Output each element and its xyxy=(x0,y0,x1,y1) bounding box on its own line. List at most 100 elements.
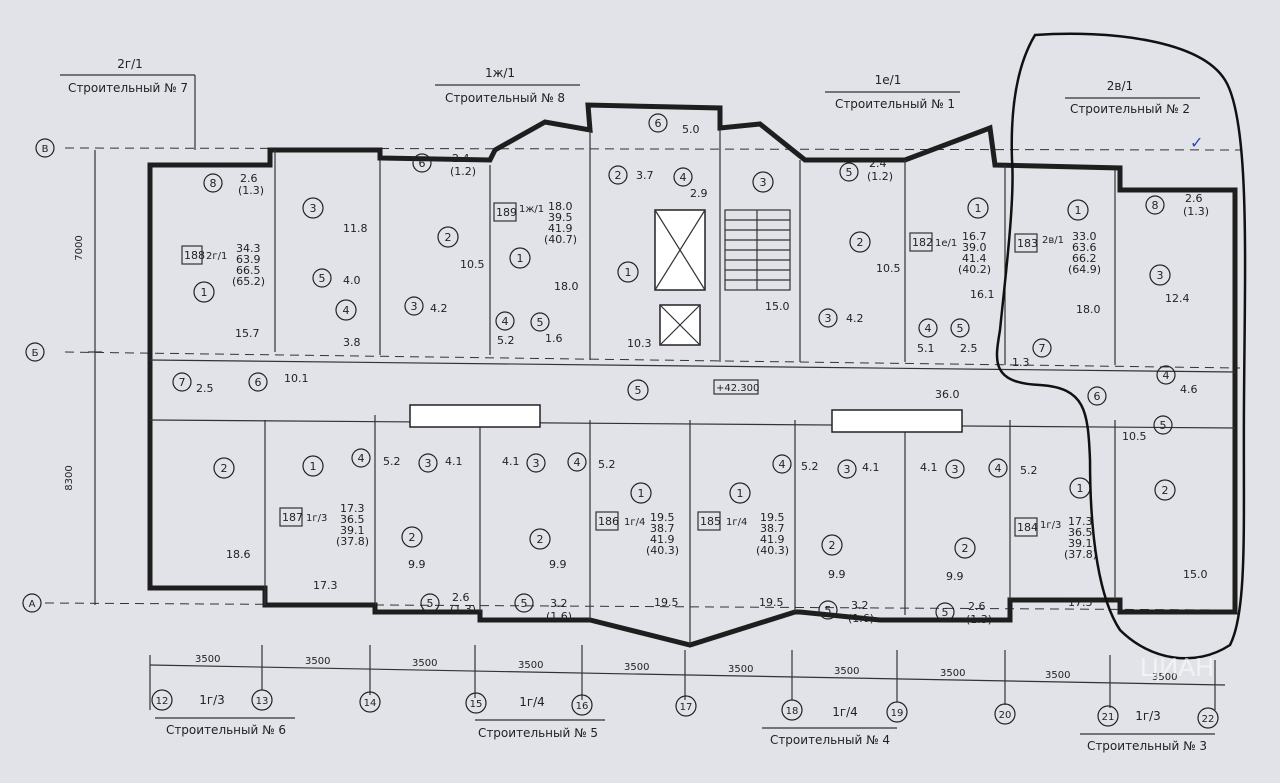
apartment-area: 17.3 xyxy=(1068,515,1093,528)
dimension-label: 7000 xyxy=(74,235,85,260)
section-type: 2г/1 xyxy=(117,57,143,71)
apartment-area: 33.0 xyxy=(1072,230,1097,243)
apartment-type: 2г/1 xyxy=(206,251,227,262)
svg-text:13: 13 xyxy=(256,696,269,707)
section-labels-top: 2г/1 Строительный № 7 1ж/1 Строительный … xyxy=(60,57,1203,152)
apartment-type: 1ж/1 xyxy=(519,204,544,215)
svg-text:5.2: 5.2 xyxy=(1020,464,1038,477)
svg-text:5: 5 xyxy=(1160,419,1167,432)
grid-row-label: А xyxy=(29,599,36,610)
svg-text:5: 5 xyxy=(537,316,544,329)
apartment-area: 66.2 xyxy=(1072,252,1097,265)
svg-text:9.9: 9.9 xyxy=(549,558,567,571)
apartment-number: 183 xyxy=(1017,237,1038,250)
dimension-label: 3500 xyxy=(195,654,220,665)
section-name: Строительный № 7 xyxy=(68,81,188,95)
apartment-number: 182 xyxy=(912,236,933,249)
apartment-type: 1г/3 xyxy=(1040,520,1061,531)
section-name: Строительный № 2 xyxy=(1070,102,1190,116)
svg-text:5.2: 5.2 xyxy=(497,334,515,347)
svg-text:3: 3 xyxy=(425,457,432,470)
svg-text:2: 2 xyxy=(857,236,864,249)
apartment-area: 41.9 xyxy=(760,533,785,546)
svg-text:17: 17 xyxy=(680,702,693,713)
svg-text:15.0: 15.0 xyxy=(1183,568,1208,581)
svg-text:2: 2 xyxy=(615,169,622,182)
apartment-area: (40.3) xyxy=(646,544,679,557)
section-type: 1г/4 xyxy=(519,695,545,709)
section-name: Строительный № 3 xyxy=(1087,739,1207,753)
svg-text:1: 1 xyxy=(517,252,524,265)
svg-text:6: 6 xyxy=(255,376,262,389)
svg-text:(1.3): (1.3) xyxy=(1183,205,1209,218)
apartment-area: 41.4 xyxy=(962,252,987,265)
apartment-area: (40.2) xyxy=(958,263,991,276)
svg-text:18: 18 xyxy=(786,706,799,717)
svg-text:3.2: 3.2 xyxy=(851,599,869,612)
svg-text:10.5: 10.5 xyxy=(1122,430,1147,443)
svg-text:17.3: 17.3 xyxy=(1068,596,1093,609)
svg-text:2.4: 2.4 xyxy=(869,157,887,170)
watermark: ЦИАН xyxy=(1140,652,1214,682)
svg-text:4: 4 xyxy=(925,322,932,335)
svg-text:2: 2 xyxy=(829,539,836,552)
svg-text:3: 3 xyxy=(533,457,540,470)
apartment-area: 17.3 xyxy=(340,502,365,515)
svg-text:1: 1 xyxy=(625,266,632,279)
svg-text:16.1: 16.1 xyxy=(970,288,995,301)
dimension-label: 8300 xyxy=(64,465,75,490)
svg-text:6: 6 xyxy=(419,157,426,170)
apartment-number: 187 xyxy=(282,511,303,524)
svg-text:2: 2 xyxy=(962,542,969,555)
apartment-type: 1г/4 xyxy=(726,517,747,528)
svg-text:1: 1 xyxy=(1077,482,1084,495)
svg-text:4: 4 xyxy=(358,452,365,465)
apartment-area: 66.5 xyxy=(236,264,261,277)
apartment-area: 39.5 xyxy=(548,211,573,224)
svg-text:19.5: 19.5 xyxy=(654,596,679,609)
section-type: 1е/1 xyxy=(875,73,902,87)
svg-text:9.9: 9.9 xyxy=(946,570,964,583)
svg-text:1: 1 xyxy=(737,487,744,500)
grid-row-markers: В Б А 7000 8300 xyxy=(22,138,85,613)
apartment-area: 63.6 xyxy=(1072,241,1097,254)
svg-text:4: 4 xyxy=(779,458,786,471)
svg-text:15.0: 15.0 xyxy=(765,300,790,313)
apartment-area: 39.1 xyxy=(1068,537,1093,550)
section-name: Строительный № 5 xyxy=(478,726,598,740)
svg-text:8: 8 xyxy=(210,177,217,190)
svg-text:4: 4 xyxy=(1163,369,1170,382)
svg-text:9.9: 9.9 xyxy=(408,558,426,571)
apartment-area: (37.8) xyxy=(336,535,369,548)
svg-text:1: 1 xyxy=(201,286,208,299)
dimension-label: 3500 xyxy=(305,656,330,667)
dimension-label: 3500 xyxy=(412,658,437,669)
svg-text:8: 8 xyxy=(1152,199,1159,212)
svg-text:18.0: 18.0 xyxy=(1076,303,1101,316)
svg-text:1: 1 xyxy=(1075,204,1082,217)
svg-text:4: 4 xyxy=(680,171,687,184)
svg-text:(1.3): (1.3) xyxy=(450,603,476,616)
svg-text:19: 19 xyxy=(891,708,904,719)
hand-drawn-outline xyxy=(995,32,1247,660)
section-labels-bottom: 1г/3 Строительный № 6 1г/4 Строительный … xyxy=(155,693,1215,753)
svg-text:22: 22 xyxy=(1202,714,1215,725)
apartment-area: 19.5 xyxy=(650,511,675,524)
building-walls xyxy=(147,102,1238,648)
svg-text:10.5: 10.5 xyxy=(460,258,485,271)
svg-text:5: 5 xyxy=(957,322,964,335)
svg-text:6: 6 xyxy=(655,117,662,130)
dimension-label: 3500 xyxy=(624,662,649,673)
dimension-label: 3500 xyxy=(728,664,753,675)
apartment-area: 39.1 xyxy=(340,524,365,537)
dimension-label: 3500 xyxy=(518,660,543,671)
svg-text:4.2: 4.2 xyxy=(846,312,864,325)
svg-text:3: 3 xyxy=(411,300,418,313)
dimension-label: 3500 xyxy=(834,666,859,677)
svg-text:2: 2 xyxy=(409,531,416,544)
section-type: 1г/3 xyxy=(199,693,225,707)
svg-text:2.4: 2.4 xyxy=(452,152,470,165)
svg-text:5: 5 xyxy=(635,384,642,397)
svg-text:20: 20 xyxy=(999,710,1012,721)
